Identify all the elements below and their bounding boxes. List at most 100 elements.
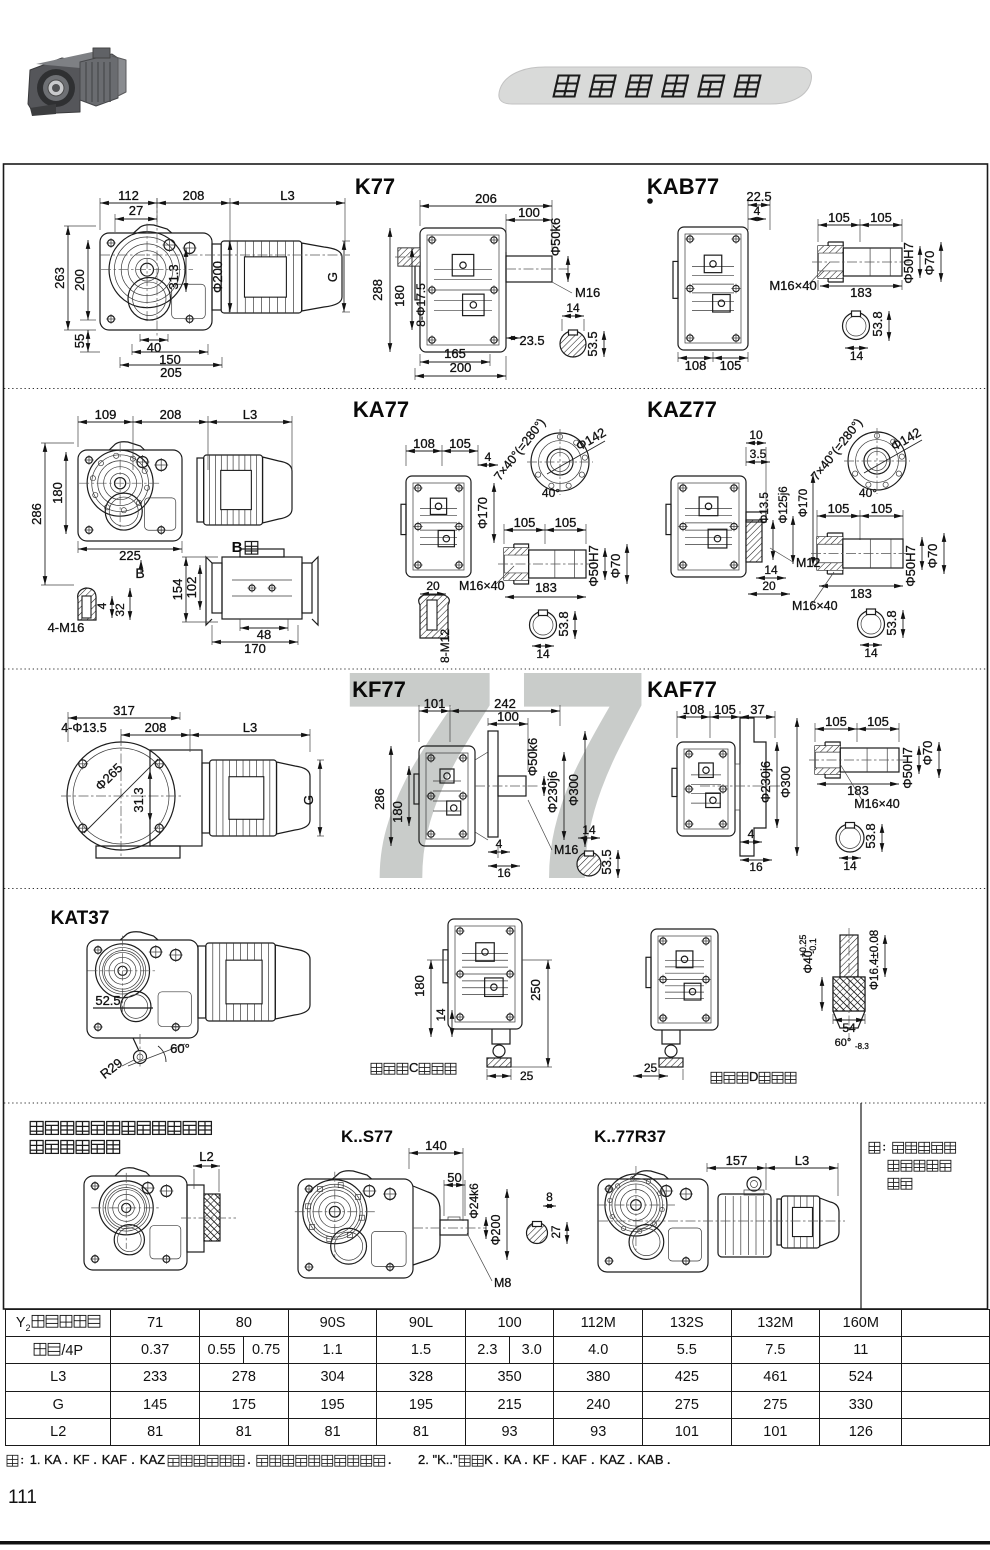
svg-text:L3: L3: [243, 720, 257, 735]
svg-text:14: 14: [566, 301, 580, 315]
svg-text:14: 14: [850, 349, 864, 363]
svg-text:Φ50H7: Φ50H7: [901, 242, 916, 283]
svg-text:M16×40: M16×40: [792, 599, 838, 613]
svg-text:KF: KF: [73, 1452, 90, 1467]
svg-text:208: 208: [145, 720, 167, 735]
svg-text:KAF77: KAF77: [647, 677, 717, 702]
svg-text:B: B: [135, 565, 144, 581]
svg-text:Φ24k6: Φ24k6: [467, 1183, 481, 1219]
svg-text:Φ125j6: Φ125j6: [778, 486, 790, 523]
svg-text:54: 54: [842, 1021, 856, 1035]
svg-text:KAB77: KAB77: [647, 174, 719, 199]
svg-text:M8: M8: [494, 1276, 511, 1290]
svg-text:7: 7: [337, 609, 491, 942]
svg-text:208: 208: [160, 407, 182, 422]
svg-text:7×40°(=280°): 7×40°(=280°): [491, 416, 548, 483]
svg-text:Φ50H7: Φ50H7: [903, 545, 918, 586]
svg-text:KA77: KA77: [353, 397, 409, 422]
svg-text:180: 180: [390, 801, 405, 823]
svg-text:53.8: 53.8: [556, 611, 571, 636]
svg-text:KA: KA: [504, 1452, 522, 1467]
svg-text:200: 200: [450, 360, 472, 375]
svg-text:Φ265: Φ265: [92, 760, 125, 793]
svg-text:Φ50H7: Φ50H7: [586, 545, 601, 586]
svg-text:KAB: KAB: [638, 1452, 664, 1467]
svg-text:105: 105: [514, 515, 536, 530]
svg-text:20: 20: [426, 579, 440, 593]
svg-text:286: 286: [372, 788, 387, 810]
svg-text:1. KA: 1. KA: [30, 1452, 62, 1467]
svg-text:4: 4: [95, 602, 109, 609]
svg-text:7×40°(=280°): 7×40°(=280°): [808, 416, 865, 483]
svg-text:165: 165: [444, 346, 466, 361]
svg-text:31.3: 31.3: [131, 787, 146, 812]
svg-text:M16×40: M16×40: [459, 579, 505, 593]
svg-text:G: G: [301, 795, 316, 805]
svg-text:4: 4: [748, 827, 755, 841]
svg-text:Φ170: Φ170: [798, 489, 810, 517]
svg-text:242: 242: [494, 696, 516, 711]
svg-text:205: 205: [160, 365, 182, 380]
svg-text:K77: K77: [355, 174, 395, 199]
svg-text:225: 225: [119, 548, 141, 563]
svg-text:KF77: KF77: [352, 677, 406, 702]
svg-text:16: 16: [749, 860, 763, 874]
svg-text:25: 25: [520, 1069, 534, 1083]
svg-text:170: 170: [244, 641, 266, 656]
svg-text:52.5: 52.5: [95, 993, 120, 1008]
svg-text:108: 108: [413, 436, 435, 451]
svg-text:105: 105: [828, 210, 850, 225]
svg-text:100: 100: [518, 205, 540, 220]
svg-text:250: 250: [528, 979, 543, 1001]
svg-text:KAZ: KAZ: [600, 1452, 625, 1467]
svg-text:105: 105: [867, 714, 889, 729]
svg-text:180: 180: [50, 482, 65, 504]
svg-text:B: B: [232, 539, 243, 556]
svg-text:105: 105: [714, 702, 736, 717]
svg-text:4: 4: [496, 837, 503, 851]
svg-text:3.5: 3.5: [750, 447, 767, 461]
svg-text:105: 105: [870, 210, 892, 225]
svg-text:183: 183: [850, 285, 872, 300]
svg-text:4-Φ13.5: 4-Φ13.5: [61, 721, 106, 735]
svg-text:112: 112: [118, 188, 139, 203]
svg-text:53.5: 53.5: [585, 331, 600, 356]
svg-text:32: 32: [113, 603, 127, 617]
svg-text:25: 25: [644, 1061, 658, 1075]
svg-text:KAF: KAF: [102, 1452, 127, 1467]
svg-text:105: 105: [871, 501, 893, 516]
svg-text:8: 8: [546, 1190, 553, 1204]
svg-text:14: 14: [843, 859, 857, 873]
svg-text:Φ200: Φ200: [489, 1215, 503, 1246]
svg-text:Φ70: Φ70: [922, 251, 937, 276]
svg-text:108: 108: [683, 702, 705, 717]
svg-text:20: 20: [762, 579, 776, 593]
svg-text:Φ200: Φ200: [210, 261, 225, 293]
svg-text:2. "K..": 2. "K..": [396, 1452, 458, 1467]
svg-text:Φ300: Φ300: [778, 766, 793, 798]
svg-text:60°: 60°: [835, 1037, 852, 1049]
svg-text:Φ50k6: Φ50k6: [525, 738, 540, 777]
svg-text:37: 37: [750, 702, 764, 717]
svg-text:8-Φ17.5: 8-Φ17.5: [414, 283, 428, 327]
svg-text:40°: 40°: [859, 486, 877, 500]
svg-text:53.8: 53.8: [863, 823, 878, 848]
svg-text:Φ170: Φ170: [475, 497, 490, 529]
svg-text:8-M12: 8-M12: [438, 629, 452, 663]
svg-text:Φ70: Φ70: [925, 544, 940, 569]
svg-text:14: 14: [764, 563, 778, 577]
svg-text:14: 14: [864, 646, 878, 660]
svg-text:Φ13.5: Φ13.5: [759, 492, 771, 524]
svg-text:Φ230j6: Φ230j6: [758, 761, 773, 803]
svg-text:31.3: 31.3: [166, 264, 181, 289]
svg-text:KF: KF: [533, 1452, 550, 1467]
svg-text:108: 108: [685, 358, 707, 373]
svg-text:105: 105: [555, 515, 577, 530]
svg-text:105: 105: [828, 501, 850, 516]
svg-text:Φ230j6: Φ230j6: [545, 771, 560, 813]
svg-text:200: 200: [72, 269, 87, 291]
svg-text:105: 105: [825, 714, 847, 729]
svg-text:23.5: 23.5: [519, 333, 544, 348]
svg-text:Φ70: Φ70: [920, 741, 935, 766]
svg-text:C: C: [409, 1060, 418, 1075]
